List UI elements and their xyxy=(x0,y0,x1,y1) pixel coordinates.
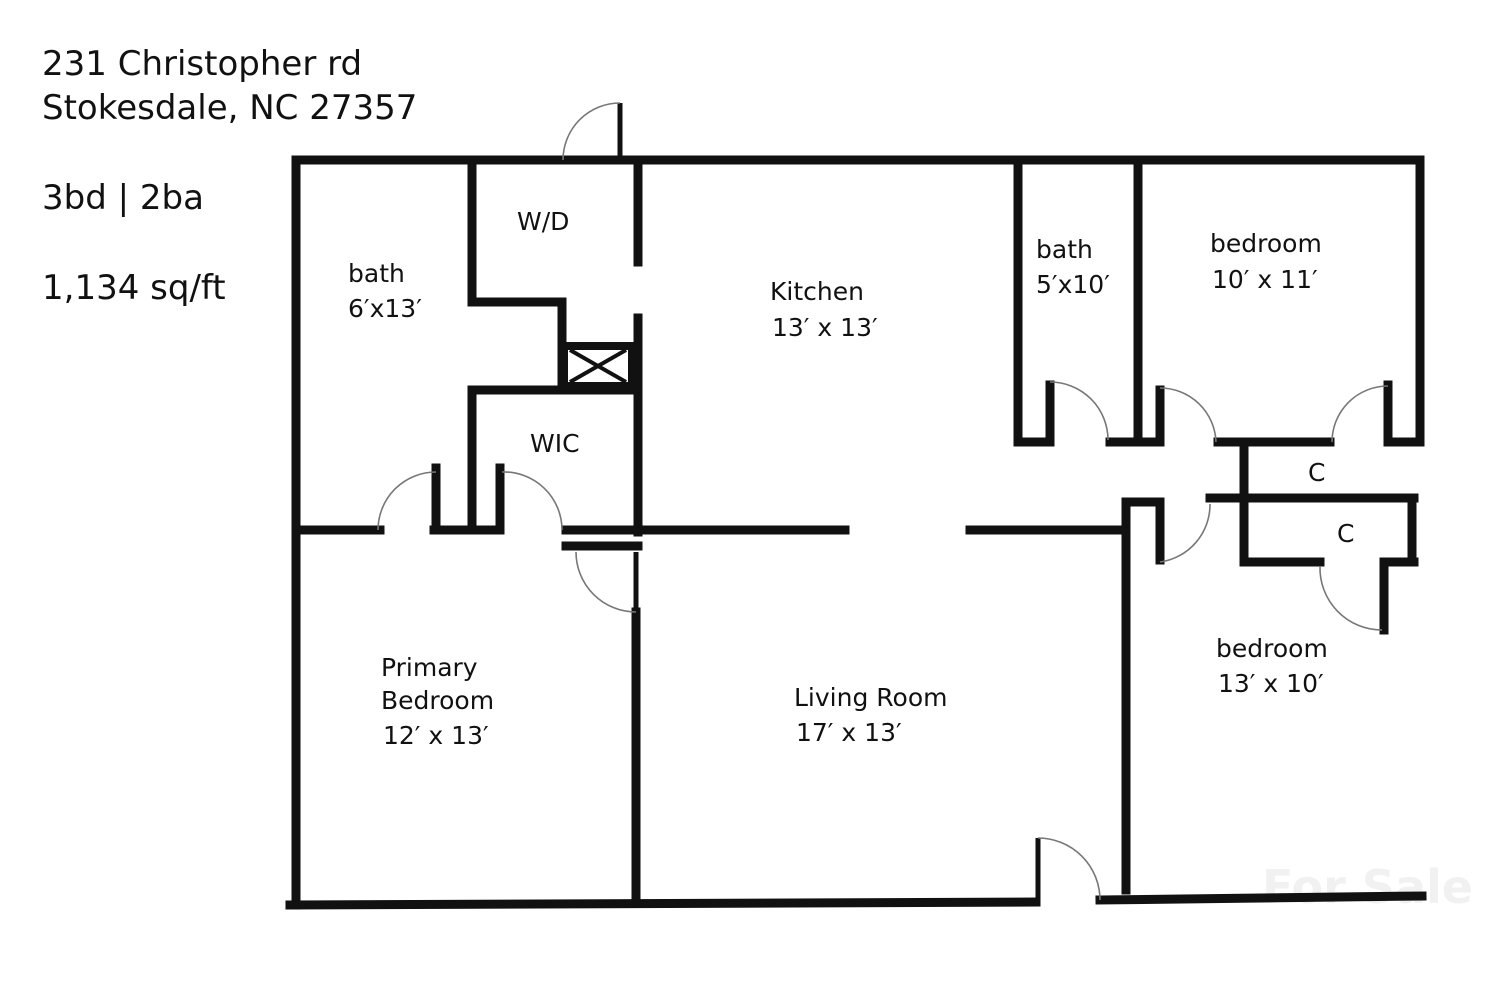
door-primary-bedroom[interactable] xyxy=(575,551,639,613)
door-exterior-rear[interactable] xyxy=(562,102,623,161)
doors xyxy=(377,102,1391,901)
chase xyxy=(560,342,636,390)
chase-box xyxy=(560,342,636,390)
square-footage: 1,134 sq/ft xyxy=(42,268,226,308)
closet-2-label: C xyxy=(1337,519,1354,548)
door-bedroom-se[interactable] xyxy=(1157,503,1211,563)
laundry-label: W/D xyxy=(517,207,569,236)
hall-bath-right xyxy=(1105,155,1143,447)
wic-label: WIC xyxy=(530,429,580,458)
kitchen-label: Kitchen xyxy=(770,277,864,306)
bedroom-se-size: 13′ x 10′ xyxy=(1218,669,1324,698)
bedroom-ne-size: 10′ x 11′ xyxy=(1212,265,1318,294)
exterior-wall-top-right xyxy=(615,155,1425,445)
watermark: For Sale xyxy=(1262,860,1473,914)
beds-baths: 3bd | 2ba xyxy=(42,178,204,218)
closet-block xyxy=(1239,437,1325,567)
door-wic[interactable] xyxy=(499,470,563,531)
hall-bath-left xyxy=(1013,155,1055,447)
door-closet-ne[interactable] xyxy=(1331,385,1391,443)
closet-1-label: C xyxy=(1308,458,1325,487)
exterior-wall-bottom-right xyxy=(1095,891,1427,905)
bedroom-se-left-wall xyxy=(1121,497,1165,895)
door-bedroom-ne[interactable] xyxy=(1157,387,1217,443)
exterior-wall-bottom-left xyxy=(285,897,1041,910)
address-line2: Stokesdale, NC 27357 xyxy=(42,88,418,128)
door-hall-bath[interactable] xyxy=(1047,381,1109,441)
door-primary-bath[interactable] xyxy=(377,470,439,531)
x-box-icon xyxy=(569,348,627,384)
closet-jamb-ne xyxy=(1383,380,1425,447)
address-line1: 231 Christopher rd xyxy=(42,44,363,84)
bath-primary-label: bath xyxy=(348,259,405,288)
bedroom-se-label: bedroom xyxy=(1216,634,1328,663)
bath-primary-size: 6′x13′ xyxy=(348,294,422,323)
bath-hall-label: bath xyxy=(1036,235,1093,264)
living-room-label: Living Room xyxy=(794,683,947,712)
room-labels: bath 6′x13′ W/D WIC Kitchen 13′ x 13′ ba… xyxy=(348,207,1354,750)
exterior-wall-top-left xyxy=(291,155,625,537)
laundry-wall xyxy=(467,155,567,390)
bath-hall-size: 5′x10′ xyxy=(1036,270,1110,299)
door-closet-se[interactable] xyxy=(1319,565,1385,631)
living-room-size: 17′ x 13′ xyxy=(796,718,902,747)
door-front[interactable] xyxy=(1035,837,1101,901)
bedroom-ne-label: bedroom xyxy=(1210,229,1322,258)
primary-bedroom-label-1: Primary xyxy=(381,653,478,682)
kitchen-size: 13′ x 13′ xyxy=(772,313,878,342)
primary-bedroom-label-2: Bedroom xyxy=(381,686,494,715)
primary-bedroom-size: 12′ x 13′ xyxy=(383,721,489,750)
